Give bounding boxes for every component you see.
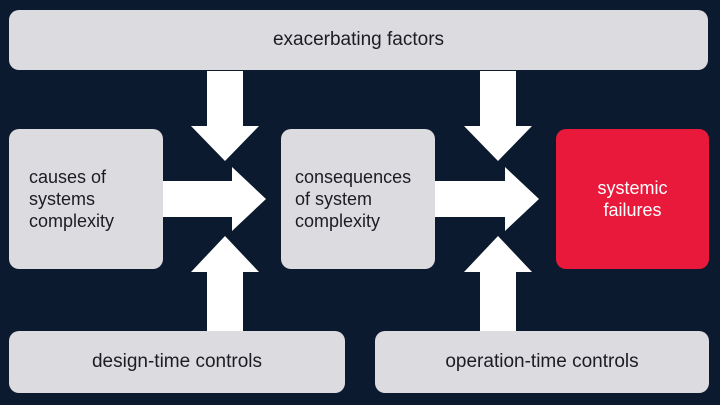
- arrow-causes-to-consequences: [163, 167, 266, 231]
- arrow-factors-to-consequences: [191, 71, 259, 161]
- design-time-controls-label: design-time controls: [91, 351, 263, 372]
- operation-time-controls-box: operation-time controls: [375, 331, 709, 393]
- design-time-controls-box: design-time controls: [9, 331, 345, 393]
- exacerbating-factors-label: exacerbating factors: [272, 29, 445, 50]
- systemic-failures-box: systemic failures: [556, 129, 709, 269]
- causes-label: causes of systems complexity: [29, 167, 115, 231]
- arrow-factors-to-failures: [464, 71, 532, 161]
- arrow-operation-controls-to-failures: [464, 236, 532, 331]
- arrow-consequences-to-failures: [435, 167, 539, 231]
- arrow-design-controls-to-consequences: [191, 236, 259, 331]
- consequences-box: consequences of system complexity: [281, 129, 435, 269]
- operation-time-controls-label: operation-time controls: [445, 351, 639, 372]
- consequences-label: consequences of system complexity: [295, 167, 412, 231]
- causes-box: causes of systems complexity: [9, 129, 163, 269]
- exacerbating-factors-box: exacerbating factors: [9, 10, 708, 70]
- systemic-failures-label: systemic failures: [597, 178, 668, 220]
